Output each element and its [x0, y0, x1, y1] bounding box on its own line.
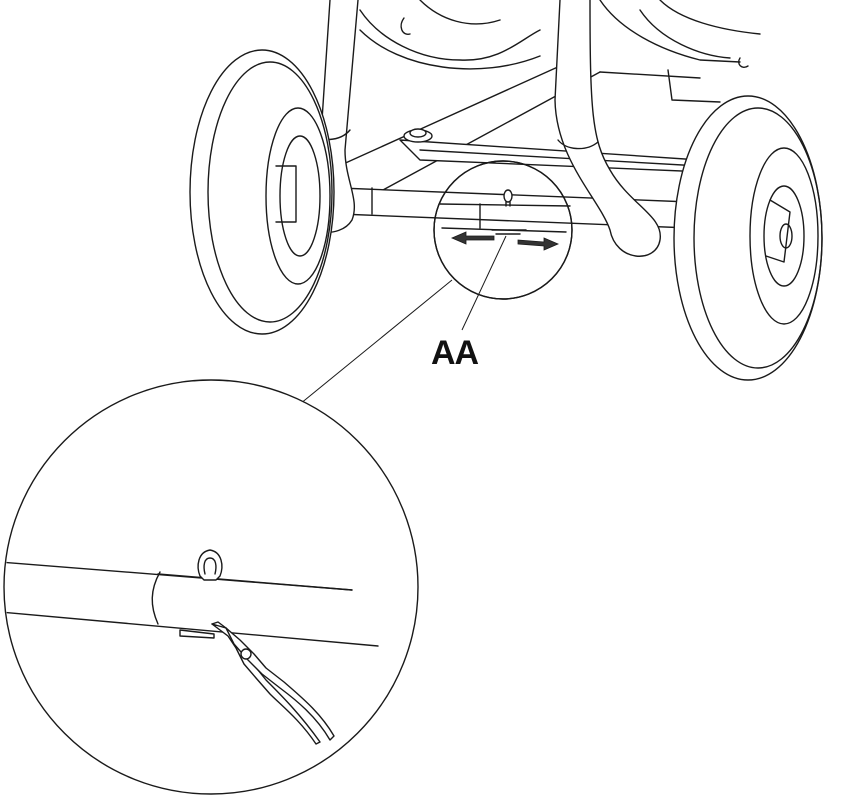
bolt-head [403, 128, 433, 143]
right-wheel-icon [673, 95, 823, 381]
split-pin-icon [503, 189, 513, 207]
large-split-pin-icon [197, 549, 223, 581]
callout-leader-line [461, 235, 507, 331]
detail-connector-line [299, 279, 453, 405]
left-direction-arrow-icon [450, 231, 495, 245]
stroller-frame [299, 0, 761, 257]
detail-circle-small [433, 160, 573, 300]
left-wheel-icon [189, 49, 335, 335]
callout-label: AA [431, 334, 479, 372]
pliers-icon [211, 621, 335, 745]
magnified-detail-view [3, 379, 419, 795]
right-direction-arrow-icon [517, 237, 560, 251]
